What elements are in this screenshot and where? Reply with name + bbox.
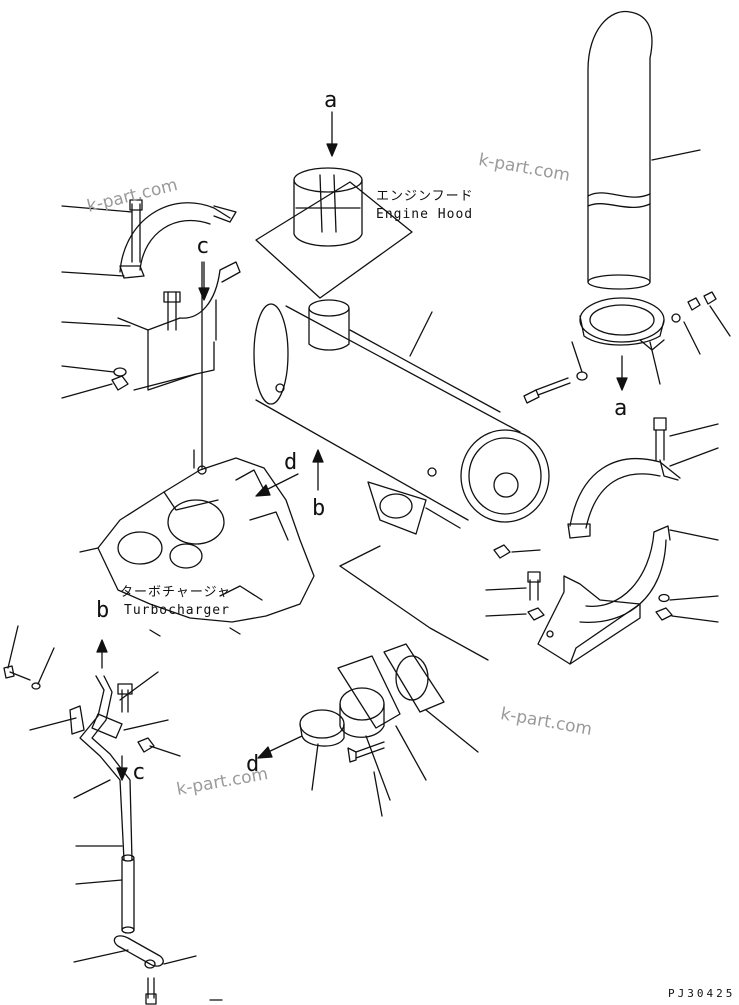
leader-lines [7,149,731,1001]
ref-label-d-center: d [284,450,298,475]
ref-label-b-left: b [96,598,110,623]
turbocharger-label-jp: ターボチャージャ [120,585,231,600]
clamp-bolt [523,371,588,404]
engine-hood-label-en: Engine Hood [376,207,474,222]
engine-hood-label-jp: エンジンフード [376,189,474,204]
ref-label-a-right: a [614,396,628,421]
turbocharger-label-en: Turbocharger [124,603,230,618]
ref-label-d-lower: d [246,752,260,777]
muffler [253,299,550,559]
ref-label-c-lower: c [132,760,146,785]
ref-label-b-center: b [312,496,326,521]
engine-hood-collar [255,167,413,299]
gasket-parts [299,545,489,763]
drawing-code: PJ30425 [668,987,736,1000]
exhaust-stack [587,10,653,290]
ref-label-c-upper: c [196,234,210,259]
left-bracket [111,199,241,391]
reference-arrows [96,111,628,781]
ref-label-a-top: a [324,88,338,113]
right-support [527,417,681,665]
stack-clamp [579,297,665,351]
clamp-nuts [671,291,717,323]
drain-pipe [3,665,164,1005]
